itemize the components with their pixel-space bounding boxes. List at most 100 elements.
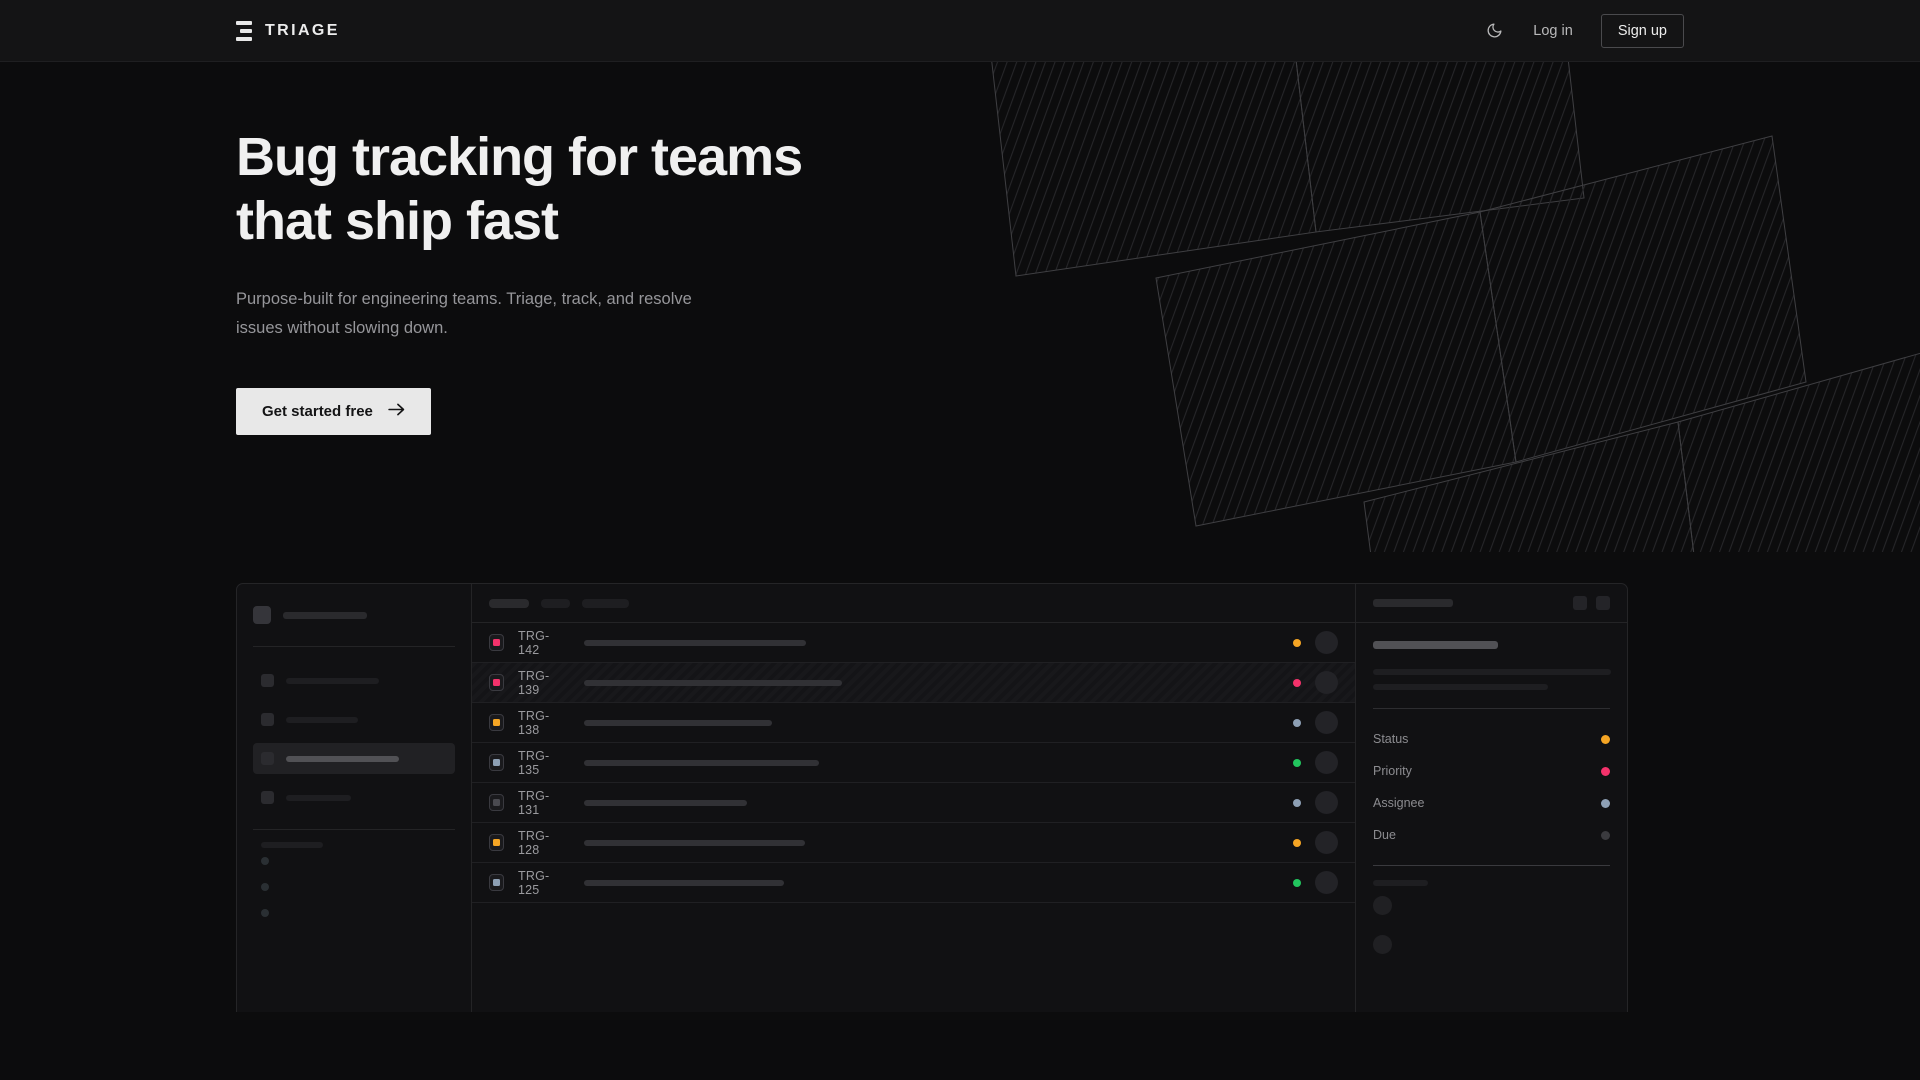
issue-type-icon [489,714,504,731]
avatar [1373,896,1392,915]
navbar-actions: Log in Sign up [1483,13,1684,48]
detail-divider-1 [1373,708,1610,709]
row-meta [1293,711,1338,734]
issue-title-placeholder [584,759,819,766]
decorative-ribbon-art [991,62,1920,552]
login-link[interactable]: Log in [1533,22,1573,39]
issue-type-icon [489,834,504,851]
sidebar-sub-item-1[interactable] [253,848,455,874]
sub-item-dot-icon [261,883,269,891]
sidebar-item-2[interactable] [253,704,455,735]
row-meta [1293,631,1338,654]
detail-field-assignee[interactable]: Assignee [1373,787,1610,819]
sidebar-sub-item-2[interactable] [253,874,455,900]
detail-field-due[interactable]: Due [1373,819,1610,851]
detail-field-label: Assignee [1373,796,1425,810]
table-row[interactable]: TRG-142 [472,623,1355,663]
issue-id: TRG-128 [518,828,550,857]
list-empty-space [472,903,1355,1012]
hero-heading-line-2: that ship fast [236,191,559,251]
sub-item-dot-icon [261,909,269,917]
comments-section-label [1373,880,1428,886]
detail-body: Status Priority Assignee Due [1356,623,1627,964]
toolbar-chip-1[interactable] [489,598,529,608]
hero-subheading: Purpose-built for engineering teams. Tri… [236,290,692,337]
detail-field-label: Status [1373,732,1409,746]
status-dot-icon [1293,838,1301,847]
table-row[interactable]: TRG-128 [472,823,1355,863]
issue-type-icon [489,794,504,811]
sub-item-dot-icon [261,857,269,865]
list-toolbar [472,584,1355,623]
issue-title-placeholder [584,839,805,846]
sidebar-item-icon [261,791,274,804]
sidebar-divider-top [253,646,455,647]
hero-copy: Bug tracking for teams that ship fast Pu… [236,125,956,435]
triage-bars-logo-icon [236,20,252,41]
cta-label: Get started free [262,403,373,420]
table-row[interactable]: TRG-125 [472,863,1355,903]
sidebar-item-1[interactable] [253,665,455,696]
priority-badge [1601,766,1610,776]
detail-header-actions [1573,596,1610,610]
sidebar-item-icon [261,713,274,726]
list-item[interactable] [1373,925,1610,964]
list-item[interactable] [1373,886,1610,925]
expand-icon[interactable] [1596,596,1610,610]
issue-title-placeholder [584,639,806,646]
table-row[interactable]: TRG-139 [472,663,1355,703]
avatar [1315,671,1338,694]
issue-id: TRG-131 [518,788,550,817]
row-meta [1293,671,1338,694]
app-preview-panel: TRG-142 TRG-139 TRG-138 [236,583,1628,1012]
detail-field-priority[interactable]: Priority [1373,755,1610,787]
detail-field-status[interactable]: Status [1373,723,1610,755]
sidebar-workspace[interactable] [253,606,455,624]
sidebar-item-3-active[interactable] [253,743,455,774]
status-dot-icon [1293,678,1301,687]
signup-button[interactable]: Sign up [1600,13,1684,48]
hero-heading-line-1: Bug tracking for teams [236,127,803,187]
issue-type-icon [489,754,504,771]
assignee-badge [1601,798,1610,808]
row-meta [1293,751,1338,774]
issue-type-icon [489,674,504,691]
issue-id: TRG-135 [518,748,550,777]
sidebar-sub-item-3[interactable] [253,900,455,926]
sidebar-item-label [286,677,379,684]
detail-title-placeholder [1373,641,1498,649]
sidebar-item-icon [261,752,274,765]
get-started-button[interactable]: Get started free [236,388,431,435]
toolbar-chip-2[interactable] [541,598,570,608]
detail-header [1356,584,1627,623]
issue-title-placeholder [584,799,747,806]
issue-title-placeholder [584,879,784,886]
brand-logo[interactable]: TRIAGE [236,20,340,41]
issue-id: TRG-125 [518,868,550,897]
issue-detail-panel: Status Priority Assignee Due [1355,584,1627,1012]
table-row[interactable]: TRG-135 [472,743,1355,783]
sidebar-item-label [286,794,351,801]
status-dot-icon [1293,798,1301,807]
row-meta [1293,831,1338,854]
hero-section: Bug tracking for teams that ship fast Pu… [0,62,1920,1012]
issue-id: TRG-138 [518,708,550,737]
top-navbar: TRIAGE Log in Sign up [0,0,1920,62]
status-dot-icon [1293,878,1301,887]
detail-header-placeholder [1373,599,1453,607]
table-row[interactable]: TRG-131 [472,783,1355,823]
table-row[interactable]: TRG-138 [472,703,1355,743]
sidebar-item-4[interactable] [253,782,455,813]
status-badge [1601,734,1610,744]
toolbar-chip-3[interactable] [582,598,629,608]
issue-title-placeholder [584,679,842,686]
brand-name: TRIAGE [265,21,340,39]
sidebar-item-label [286,755,399,762]
issue-list: TRG-142 TRG-139 TRG-138 [472,584,1355,1012]
moon-icon[interactable] [1483,20,1505,42]
detail-divider-2 [1373,865,1610,866]
status-dot-icon [1293,758,1301,767]
page-title: Bug tracking for teams that ship fast [236,125,956,253]
panel-icon[interactable] [1573,596,1587,610]
sidebar-item-icon [261,674,274,687]
